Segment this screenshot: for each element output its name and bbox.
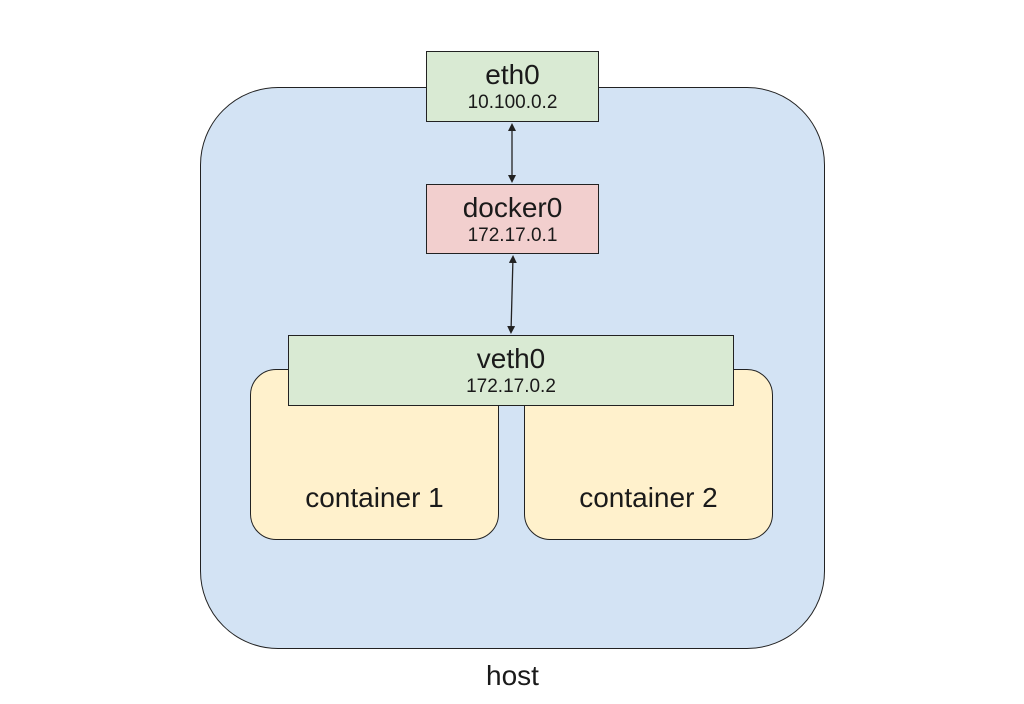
eth0-name: eth0 [485, 59, 540, 90]
docker0-name: docker0 [462, 192, 563, 223]
host-label: host [486, 660, 539, 691]
docker0-interface: docker0 172.17.0.1 [426, 184, 599, 254]
container-2-label: container 2 [579, 482, 718, 513]
veth0-ip: 172.17.0.2 [466, 376, 556, 397]
container-1-label: container 1 [305, 482, 444, 513]
docker0-ip: 172.17.0.1 [467, 225, 558, 246]
eth0-interface: eth0 10.100.0.2 [426, 51, 599, 122]
eth0-ip: 10.100.0.2 [467, 92, 558, 113]
veth0-name: veth0 [476, 343, 546, 374]
veth0-interface: veth0 172.17.0.2 [288, 335, 734, 406]
